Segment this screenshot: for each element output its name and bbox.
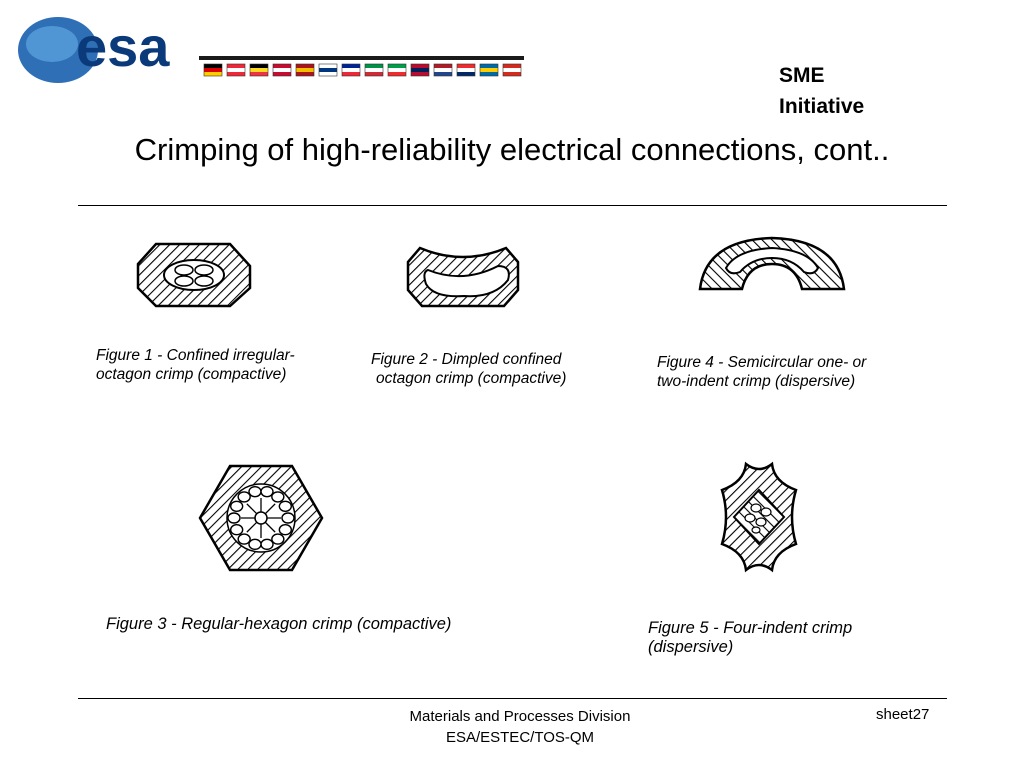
flag-icon-13 bbox=[479, 63, 499, 77]
footer-division-line-2: ESA/ESTEC/TOS-QM bbox=[445, 729, 595, 746]
flag-icon-9 bbox=[387, 63, 407, 77]
badge-line-2: Initiative bbox=[779, 95, 865, 118]
flag-icon-7 bbox=[341, 63, 361, 77]
top-divider bbox=[78, 205, 947, 206]
figure-5-crimp-drawing bbox=[720, 461, 798, 573]
flag-icon-10 bbox=[410, 63, 430, 77]
figure-2-crimp-drawing bbox=[406, 246, 520, 308]
footer-division-line-1: Materials and Processes Division bbox=[409, 708, 631, 725]
flag-icon-3 bbox=[249, 63, 269, 77]
figure-1-caption: Figure 1 - Confined irregular- octagon c… bbox=[96, 347, 295, 383]
footer-division: Materials and Processes Division ESA/EST… bbox=[340, 706, 700, 748]
sheet-number: sheet27 bbox=[876, 706, 930, 723]
figure-3-crimp-drawing bbox=[198, 464, 324, 572]
esa-logo: esa bbox=[18, 15, 524, 83]
flag-icon-4 bbox=[272, 63, 292, 77]
flag-icon-12 bbox=[456, 63, 476, 77]
figure-2-caption: Figure 2 - Dimpled confined octagon crim… bbox=[371, 351, 567, 387]
flag-icon-6 bbox=[318, 63, 338, 77]
sme-initiative-badge: SME Initiative bbox=[779, 60, 864, 122]
flag-icon-1 bbox=[203, 63, 223, 77]
slide-title: Crimping of high-reliability electrical … bbox=[134, 132, 890, 167]
esa-globe-icon bbox=[18, 17, 98, 83]
figure-4-caption: Figure 4 - Semicircular one- or two-inde… bbox=[657, 354, 867, 390]
member-state-flags bbox=[203, 63, 522, 77]
flag-icon-14 bbox=[502, 63, 522, 77]
figure-4-crimp-drawing bbox=[698, 236, 846, 291]
figure-1-crimp-drawing bbox=[136, 242, 252, 308]
figure-5-caption: Figure 5 - Four-indent crimp (dispersive… bbox=[648, 619, 853, 656]
flag-icon-5 bbox=[295, 63, 315, 77]
flag-icon-2 bbox=[226, 63, 246, 77]
bottom-divider bbox=[78, 698, 947, 699]
badge-line-1: SME bbox=[779, 64, 825, 87]
flag-icon-11 bbox=[433, 63, 453, 77]
flag-icon-8 bbox=[364, 63, 384, 77]
figure-3-caption: Figure 3 - Regular-hexagon crimp (compac… bbox=[106, 615, 452, 633]
logo-text: esa bbox=[76, 15, 170, 78]
